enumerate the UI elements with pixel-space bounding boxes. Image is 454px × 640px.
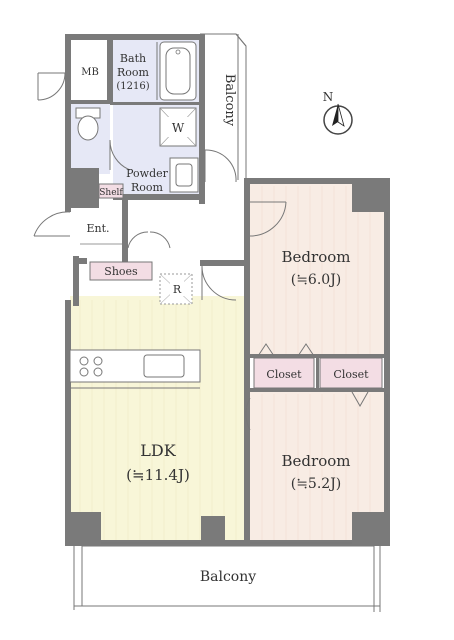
bedroom1-size: (≒6.0J) [291, 272, 342, 288]
toilet-icon [75, 107, 101, 141]
bath-label-2: Room [117, 66, 150, 79]
windows [101, 212, 388, 544]
compass-north-label: N [323, 90, 334, 104]
washer-space: W [159, 107, 197, 147]
closet-doors [257, 343, 369, 408]
bathtub [159, 41, 197, 101]
bottom-balcony-label: Balcony [200, 569, 256, 585]
toilet-door [109, 139, 131, 171]
shoes-cabinet [89, 261, 153, 281]
closet-1-box [253, 357, 315, 389]
bottom-balcony: Balcony [73, 545, 381, 612]
closet-2-box [319, 357, 383, 389]
kitchen-counter [69, 349, 201, 383]
hall-double-door [127, 231, 171, 249]
walls [65, 34, 390, 546]
vanity-sink [169, 157, 199, 193]
bath-label-1: Bath [120, 52, 146, 65]
ldk-stripes [79, 300, 237, 540]
entrance-label: Ent. [86, 222, 109, 235]
compass-icon: N [323, 90, 353, 135]
shoes-label: Shoes [104, 265, 138, 278]
bedroom1-door [249, 201, 287, 237]
bedroom2-label: Bedroom [282, 452, 351, 470]
refrigerator-label: R [173, 283, 182, 296]
shelf-label: Shelf [99, 188, 123, 198]
entrance-door [33, 211, 71, 237]
closet-1-label: Closet [266, 368, 302, 381]
mb-door [37, 72, 66, 101]
mb-label: MB [81, 67, 99, 78]
entrance-area [78, 208, 128, 258]
powder-label-2: Room [131, 181, 164, 194]
shelf-box [98, 183, 124, 199]
ldk-door [201, 265, 237, 301]
powder-door [204, 149, 237, 183]
closet-2-label: Closet [333, 368, 369, 381]
ldk-label: LDK [140, 441, 176, 460]
ldk-room [70, 296, 246, 542]
side-balcony: Balcony [200, 33, 247, 180]
refrigerator-space: R [159, 273, 193, 305]
ldk-size: (≒11.4J) [126, 466, 190, 484]
bedroom2-door [245, 397, 251, 431]
bedroom1-label: Bedroom [282, 248, 351, 266]
mb-room [73, 40, 107, 102]
washer-label: W [172, 121, 185, 135]
bath-label-3: (1216) [116, 81, 149, 92]
bedroom2-size: (≒5.2J) [291, 476, 342, 492]
side-balcony-label: Balcony [222, 74, 237, 127]
powder-label-1: Powder [126, 167, 169, 180]
